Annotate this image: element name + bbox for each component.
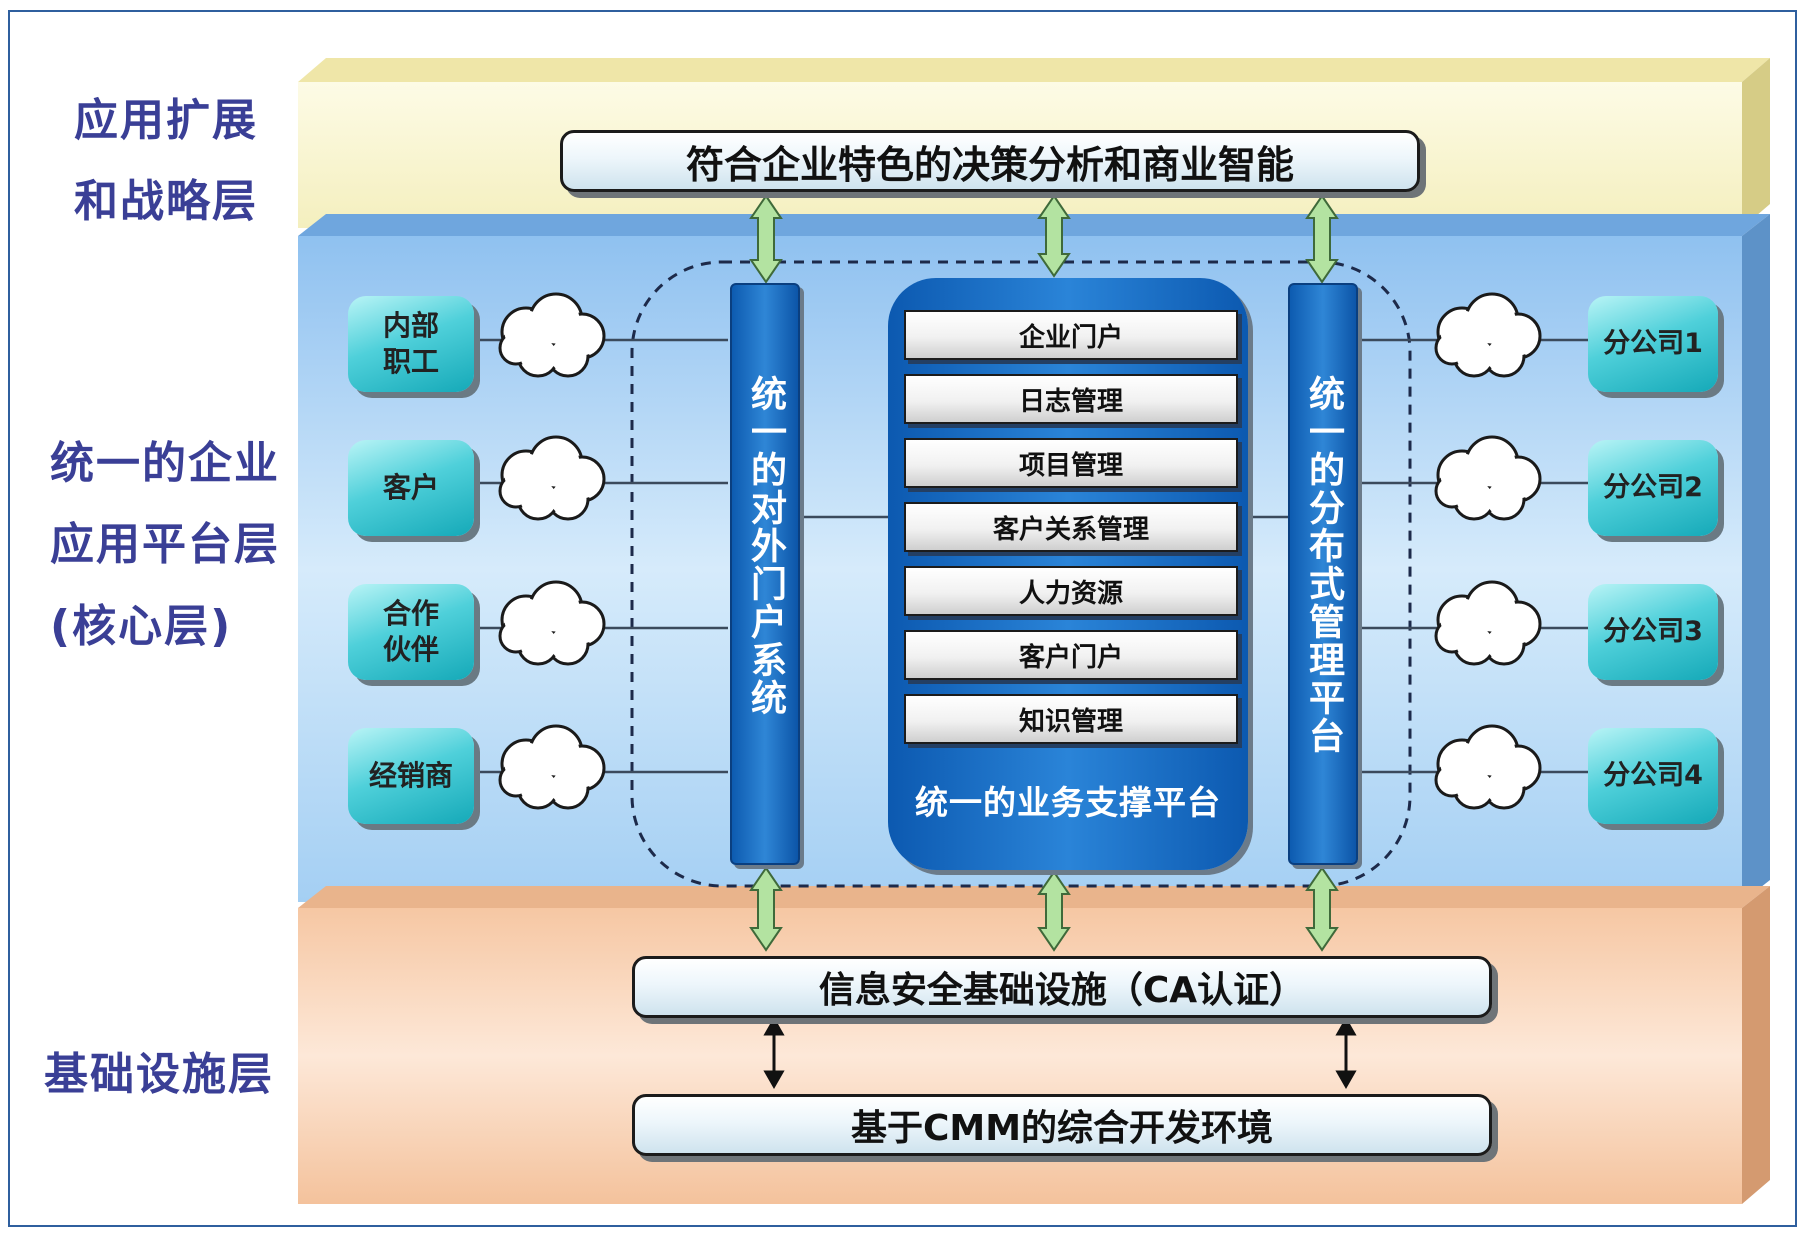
cloud-left-2 — [498, 435, 606, 521]
decision-analysis-bar: 符合企业特色的决策分析和商业智能 — [560, 130, 1420, 192]
external-portal-column: 统一的对外门户系统 — [730, 283, 800, 865]
infrastructure-layer — [298, 886, 1770, 1204]
distributed-platform-label: 统一的分布式管理平台 — [1303, 375, 1344, 755]
module-log-management: 日志管理 — [904, 374, 1238, 424]
module-project-management: 项目管理 — [904, 438, 1238, 488]
cloud-right-3 — [1434, 580, 1542, 666]
node-internal-staff: 内部 职工 — [348, 296, 474, 392]
layer-label-core: 统一的企业 应用平台层 (核心层) — [50, 438, 280, 652]
arrow-top-left — [749, 194, 783, 284]
node-distributor: 经销商 — [348, 728, 474, 824]
distributed-platform-column: 统一的分布式管理平台 — [1288, 283, 1358, 865]
module-enterprise-portal: 企业门户 — [904, 310, 1238, 360]
diagram-frame — [8, 10, 1797, 1227]
cloud-right-1 — [1434, 292, 1542, 378]
arrow-top-right — [1305, 194, 1339, 284]
network-clouds — [498, 292, 1542, 810]
node-branch-3: 分公司3 — [1588, 584, 1718, 680]
cloud-left-3 — [498, 580, 606, 666]
cloud-left-1 — [498, 292, 606, 378]
layer-label-infrastructure: 基础设施层 — [44, 1049, 274, 1100]
module-crm: 客户关系管理 — [904, 502, 1238, 552]
node-branch-1: 分公司1 — [1588, 296, 1718, 392]
external-portal-label: 统一的对外门户系统 — [745, 375, 786, 717]
green-arrows — [749, 194, 1339, 952]
cloud-left-4 — [498, 724, 606, 810]
module-human-resources: 人力资源 — [904, 566, 1238, 616]
dev-links — [763, 1016, 1357, 1090]
dev-environment-bar: 基于CMM的综合开发环境 — [632, 1094, 1492, 1156]
layer-label-strategy: 应用扩展 和战略层 — [74, 95, 258, 228]
security-infrastructure-bar: 信息安全基础设施（CA认证） — [632, 956, 1492, 1018]
arrow-bottom-center — [1037, 870, 1071, 952]
portal-enclosure — [630, 260, 1412, 888]
node-branch-4: 分公司4 — [1588, 728, 1718, 824]
cloud-right-4 — [1434, 724, 1542, 810]
module-customer-portal: 客户门户 — [904, 630, 1238, 680]
arrow-bottom-right — [1305, 866, 1339, 952]
module-knowledge-management: 知识管理 — [904, 694, 1238, 744]
cloud-right-2 — [1434, 435, 1542, 521]
arrow-top-center — [1037, 194, 1071, 278]
arrow-bottom-left — [749, 866, 783, 952]
business-platform-title: 统一的业务支撑平台 — [915, 783, 1221, 822]
node-branch-2: 分公司2 — [1588, 440, 1718, 536]
node-partner: 合作 伙伴 — [348, 584, 474, 680]
node-customer: 客户 — [348, 440, 474, 536]
